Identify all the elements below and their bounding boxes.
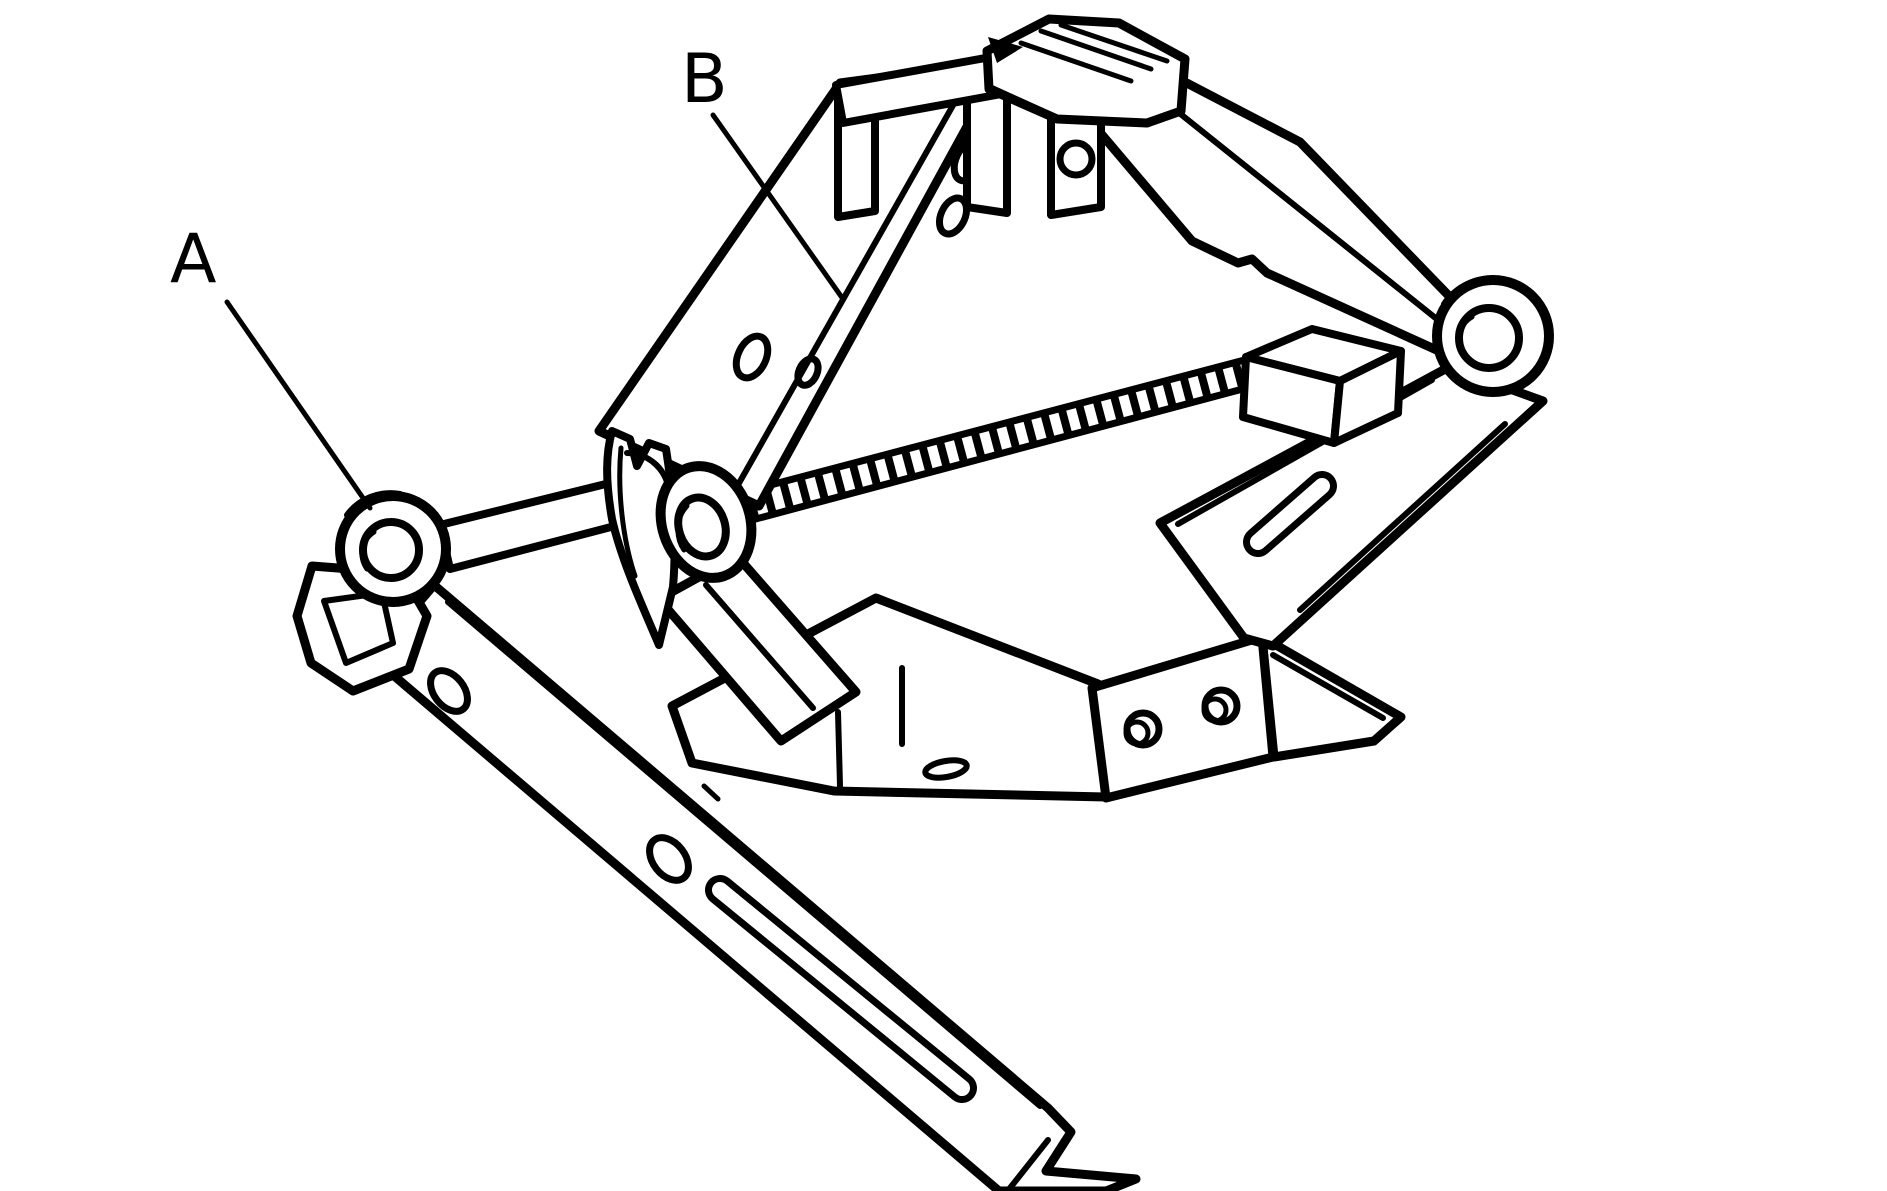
base-bracket-hole-right xyxy=(1201,686,1241,726)
callout-b-label: B xyxy=(681,40,728,119)
long-arm-lip xyxy=(445,599,1043,1109)
upper-left-arm-hole-3 xyxy=(732,332,772,382)
center-trunnion xyxy=(603,427,757,649)
saddle-cap-groove-1 xyxy=(1018,40,1134,84)
lower-right-arm-slot xyxy=(1243,471,1337,557)
long-arm-hole-lower xyxy=(646,834,692,884)
lower-right-arm-edge xyxy=(1297,421,1508,613)
trunnion-flag-inner xyxy=(617,445,638,579)
saddle-cap-shadow-wedge xyxy=(988,37,1023,63)
callout-b-leader-line xyxy=(710,112,846,302)
screw-threads xyxy=(744,358,1254,520)
base-bracket-face xyxy=(1087,632,1278,803)
saddle-cap-ledge xyxy=(988,84,1060,120)
upper-left-arm-hole-2 xyxy=(935,194,971,238)
saddle-cap-groove-2 xyxy=(1038,28,1154,72)
base-fold-line xyxy=(835,709,843,789)
crank-end-assembly xyxy=(292,475,638,696)
long-arm-notch xyxy=(701,783,721,802)
left-eye-hole xyxy=(359,518,423,582)
lead-screw xyxy=(740,354,1258,524)
lower-left-arm xyxy=(654,551,861,746)
right-eye-hole-arc xyxy=(1456,314,1475,358)
right-eye-rim-arc xyxy=(1441,275,1503,307)
jack-base xyxy=(667,593,1406,803)
upper-left-arm-hole-4 xyxy=(794,355,822,389)
base-right-wing xyxy=(1257,632,1406,762)
screw-nut-block xyxy=(1239,325,1405,447)
left-eye-hole-arc xyxy=(359,529,377,572)
long-lower-arm xyxy=(367,580,1141,1191)
callout-b: B xyxy=(681,40,846,302)
center-pivot-hole-arc xyxy=(675,503,690,553)
lower-right-arm xyxy=(1155,362,1548,651)
lower-right-arm-body xyxy=(1155,362,1548,651)
callout-a: A xyxy=(170,220,373,511)
right-pivot-eye xyxy=(1432,275,1554,397)
long-arm-slot xyxy=(705,875,977,1103)
base-bracket-hole-left xyxy=(1123,709,1163,749)
callout-a-leader-line xyxy=(224,299,373,511)
nut-side-face xyxy=(1330,347,1405,447)
left-eye-rim-arc xyxy=(344,490,403,518)
long-arm-hole-upper xyxy=(427,667,471,715)
long-arm-endface xyxy=(1007,1137,1051,1191)
upper-right-arm-body xyxy=(1081,37,1457,362)
screw-bottom-edge xyxy=(748,382,1258,524)
base-right-wing-fold xyxy=(1270,652,1386,721)
top-saddle-assembly xyxy=(832,14,1190,221)
base-floor-hole xyxy=(922,757,970,781)
lower-left-arm-lip xyxy=(703,582,816,711)
saddle-cap-groove-3 xyxy=(1058,22,1170,64)
long-arm-body xyxy=(367,580,1141,1191)
upper-left-arm-lip xyxy=(731,67,976,495)
saddle-strap-hole xyxy=(1056,139,1096,179)
screw-top-edge xyxy=(740,354,1256,496)
callout-a-label: A xyxy=(170,220,217,299)
